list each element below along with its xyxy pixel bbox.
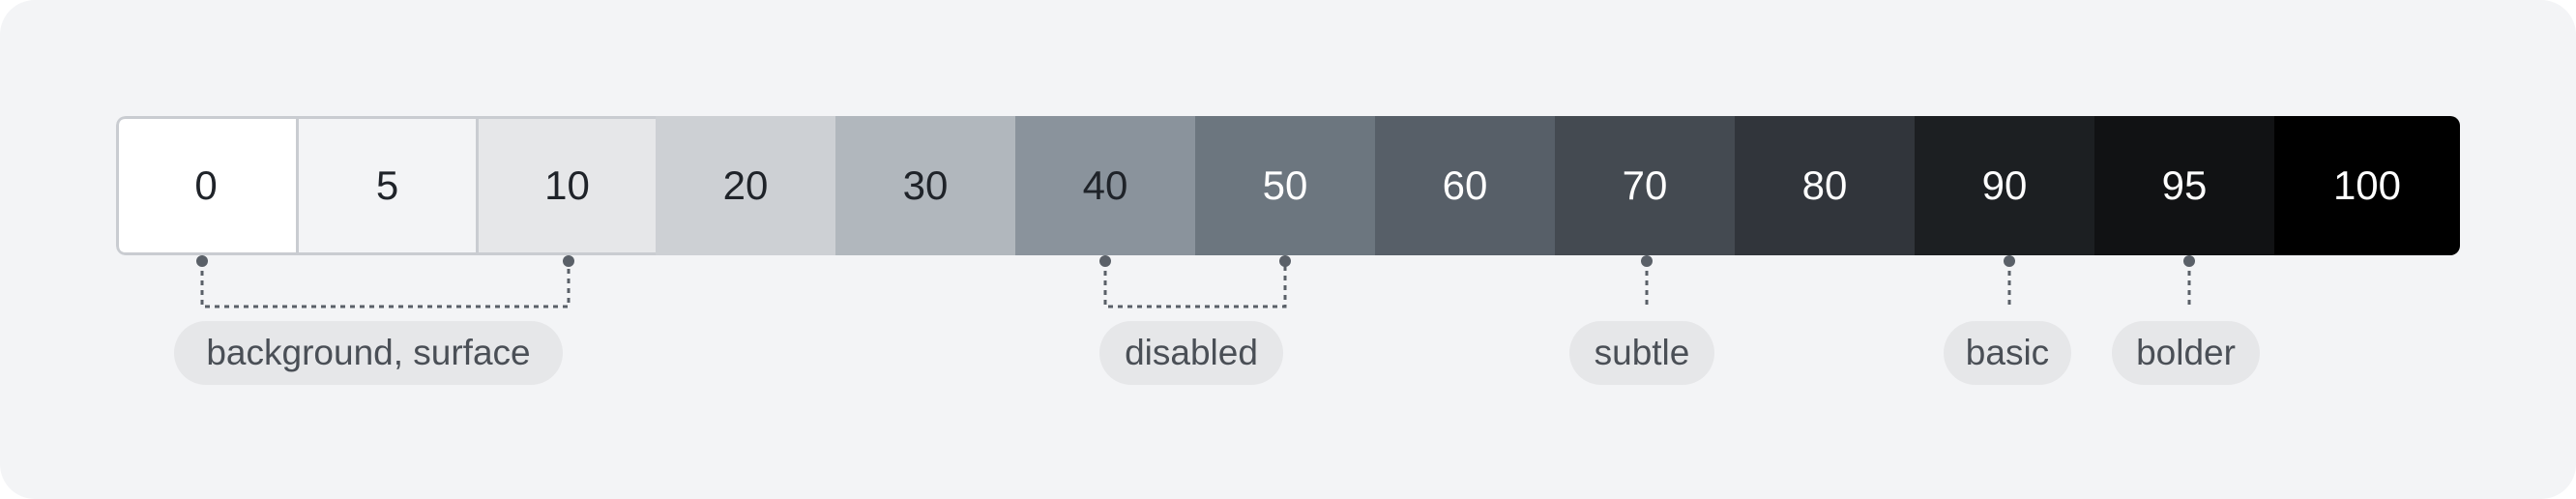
annotation-disabled: disabled [1099,321,1283,385]
swatch-70: 70 [1555,116,1735,255]
connector-dot [2183,255,2195,267]
swatch-30: 30 [835,116,1015,255]
annotation-label: basic [1965,333,2050,372]
connector-disabled [1103,261,1287,308]
annotation-bolder: bolder [2112,321,2260,385]
swatch-90: 90 [1915,116,2094,255]
connector-dot [2004,255,2015,267]
swatch-label: 70 [1622,162,1668,208]
annotation-label: subtle [1594,333,1690,372]
swatch-label: 30 [902,162,949,208]
annotation-subtle: subtle [1569,321,1714,385]
swatch-label: 40 [1082,162,1128,208]
swatch-40: 40 [1015,116,1195,255]
annotation-label: background, surface [206,333,531,372]
swatch-100: 100 [2274,116,2460,255]
swatch-50: 50 [1195,116,1375,255]
connector-dot [1641,255,1653,267]
swatch-20: 20 [656,116,835,255]
swatch-label: 90 [1981,162,2028,208]
connector-dot [196,255,208,267]
swatch-label: 80 [1801,162,1848,208]
connector-background-surface [200,261,571,308]
annotation-label: disabled [1125,333,1258,372]
swatch-label: 50 [1262,162,1308,208]
connector-dot [1099,255,1111,267]
swatch-60: 60 [1375,116,1555,255]
annotation-background-surface: background, surface [174,321,563,385]
connector-dot [1279,255,1291,267]
annotation-label: bolder [2136,333,2236,372]
swatch-80: 80 [1735,116,1915,255]
swatch-label: 20 [722,162,769,208]
swatch-label: 60 [1442,162,1488,208]
swatch-label: 95 [2161,162,2208,208]
swatch-95: 95 [2094,116,2274,255]
annotation-basic: basic [1944,321,2071,385]
connector-dot [563,255,574,267]
swatch-label: 100 [2332,162,2402,208]
